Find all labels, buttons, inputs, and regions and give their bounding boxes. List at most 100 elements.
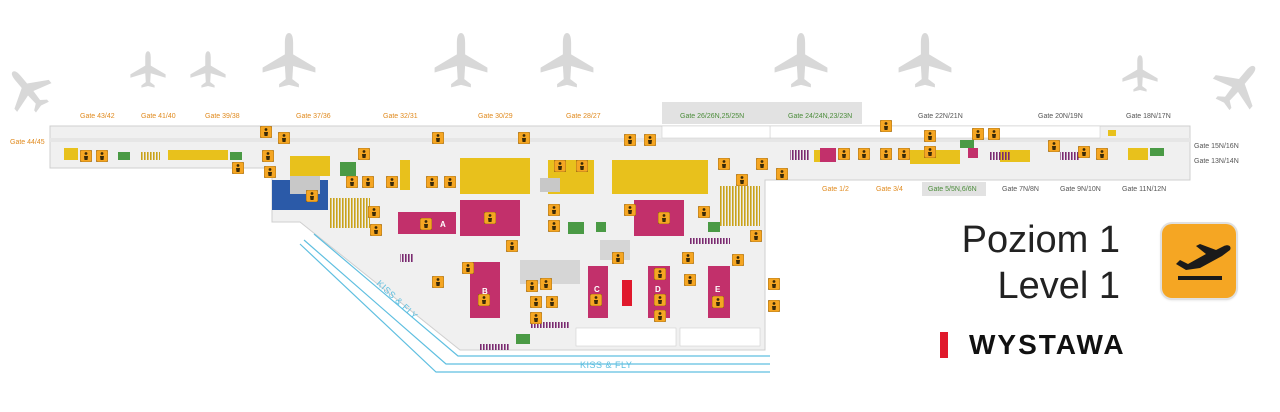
shop-icon	[306, 190, 318, 202]
wheelchair-icon	[718, 158, 730, 170]
baby-care-icon	[768, 300, 780, 312]
wheelchair-icon	[540, 278, 552, 290]
info-icon	[654, 310, 666, 322]
gate-label: Gate 9N/10N	[1060, 186, 1101, 193]
wheelchair-icon	[262, 150, 274, 162]
shop-icon	[684, 274, 696, 286]
zone-b	[470, 262, 500, 318]
info-icon	[548, 204, 560, 216]
gate-label: Gate 18N/17N	[1126, 113, 1171, 120]
gate-labels-top: Gate 43/42 Gate 41/40 Gate 39/38 Gate 37…	[10, 102, 1239, 165]
toilet-icon	[444, 176, 456, 188]
info-icon	[80, 150, 92, 162]
info-icon	[358, 148, 370, 160]
gate-label: Gate 43/42	[80, 113, 115, 120]
gate-label: Gate 13N/14N	[1194, 158, 1239, 165]
wheelchair-icon	[426, 176, 438, 188]
gate-label: Gate 41/40	[141, 113, 176, 120]
shop-icon	[260, 126, 272, 138]
airplane-icon	[434, 32, 488, 88]
stairs-icon	[838, 148, 850, 160]
level-panel: Poziom 1 Level 1 WYSTAWA	[940, 218, 1260, 378]
zone-label: B	[482, 287, 488, 296]
wheelchair-icon	[698, 206, 710, 218]
wheelchair-icon	[362, 176, 374, 188]
zone-label: E	[715, 285, 721, 294]
baby-care-icon	[1096, 148, 1108, 160]
info-icon	[432, 276, 444, 288]
baby-care-icon	[756, 158, 768, 170]
wheelchair-icon	[232, 162, 244, 174]
baby-care-icon	[530, 312, 542, 324]
restaurant-icon	[988, 128, 1000, 140]
airplane-icon	[190, 51, 226, 88]
info-icon	[432, 132, 444, 144]
restaurant-icon	[612, 252, 624, 264]
gate-label: Gate 32/31	[383, 113, 418, 120]
restaurant-icon	[518, 132, 530, 144]
toilet-icon	[264, 166, 276, 178]
restaurant-icon	[278, 132, 290, 144]
airplane-icon	[0, 57, 60, 122]
airplane-icon	[540, 32, 594, 88]
plane-icons	[0, 32, 1273, 122]
toilet-icon	[736, 174, 748, 186]
baby-care-icon	[644, 134, 656, 146]
gate-label: Gate 28/27	[566, 113, 601, 120]
restaurant-icon	[624, 204, 636, 216]
gate-label: Gate 15N/16N	[1194, 143, 1239, 150]
departures-icon	[1162, 224, 1236, 298]
exhibition-area	[622, 280, 632, 306]
wheelchair-icon	[554, 160, 566, 172]
elevator-icon	[346, 176, 358, 188]
gate-label: Gate 30/29	[478, 113, 513, 120]
zone-label: A	[440, 220, 446, 229]
wheelchair-icon	[368, 206, 380, 218]
gate-label: Gate 5/5N,6/6N	[928, 186, 977, 193]
toilet-icon	[1078, 146, 1090, 158]
elevator-icon	[658, 212, 670, 224]
gate-label: Gate 44/45	[10, 139, 45, 146]
level-title-polish: Poziom 1	[961, 219, 1120, 261]
escalator-icon	[506, 240, 518, 252]
restaurant-icon	[624, 134, 636, 146]
toilet-icon	[420, 218, 432, 230]
airplane-icon	[774, 32, 828, 88]
legend-swatch	[940, 332, 948, 358]
wheelchair-icon	[924, 130, 936, 142]
toilet-icon	[478, 294, 490, 306]
toilet-icon	[712, 296, 724, 308]
gate-label: Gate 26/26N,25/25N	[680, 113, 744, 120]
elevator-icon	[750, 230, 762, 242]
gate-labels-bottom: Gate 1/2 Gate 3/4 Gate 5/5N,6/6N Gate 7N…	[822, 182, 1166, 196]
stairs-icon	[776, 168, 788, 180]
toilet-icon	[526, 280, 538, 292]
shop-icon	[898, 148, 910, 160]
wheelchair-icon	[1048, 140, 1060, 152]
gate-label: Gate 24/24N,23/23N	[788, 113, 852, 120]
toilet-icon	[576, 160, 588, 172]
airplane-icon	[130, 51, 166, 88]
airplane-icon	[898, 32, 952, 88]
toilet-icon	[880, 148, 892, 160]
kiss-fly-label: KISS & FLY	[580, 360, 632, 370]
stairs-icon	[546, 296, 558, 308]
gate-label: Gate 20N/19N	[1038, 113, 1083, 120]
gate-label: Gate 22N/21N	[918, 113, 963, 120]
zone-label: C	[594, 285, 600, 294]
gate-label: Gate 11N/12N	[1122, 186, 1166, 193]
airplane-icon	[1204, 51, 1273, 120]
zone-label: D	[655, 285, 661, 294]
airplane-icon	[1122, 55, 1158, 92]
baby-care-icon	[654, 268, 666, 280]
toilet-icon	[654, 294, 666, 306]
gate-label: Gate 3/4	[876, 186, 903, 193]
toilet-icon	[590, 294, 602, 306]
wheelchair-icon	[530, 296, 542, 308]
shop-icon	[972, 128, 984, 140]
elevator-icon	[768, 278, 780, 290]
toilet-icon	[924, 146, 936, 158]
legend-label: WYSTAWA	[969, 329, 1126, 360]
